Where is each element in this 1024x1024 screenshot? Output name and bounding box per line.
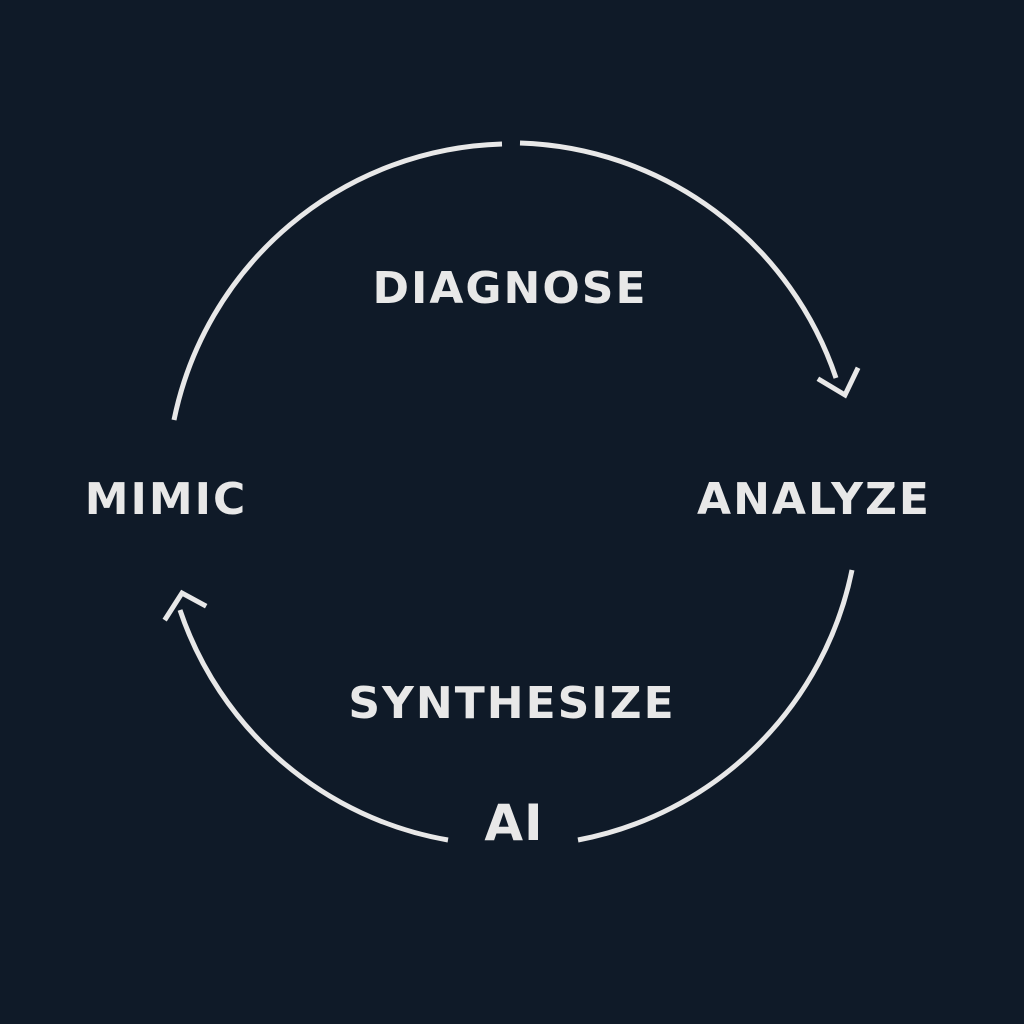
arc-top-right	[519, 140, 839, 379]
stage-label-analyze: ANALYZE	[697, 474, 931, 525]
stage-label-diagnose: DIAGNOSE	[372, 263, 648, 314]
center-label-ai: AI	[484, 794, 544, 852]
arc-top-left	[171, 141, 503, 421]
arrowhead-to-analyze	[816, 366, 861, 399]
stage-label-synthesize: SYNTHESIZE	[348, 678, 676, 729]
arrowhead-to-mimic	[162, 589, 208, 622]
arc-bottom-right	[577, 569, 855, 843]
stage-label-mimic: MIMIC	[84, 474, 248, 525]
arc-bottom-left	[177, 609, 449, 843]
